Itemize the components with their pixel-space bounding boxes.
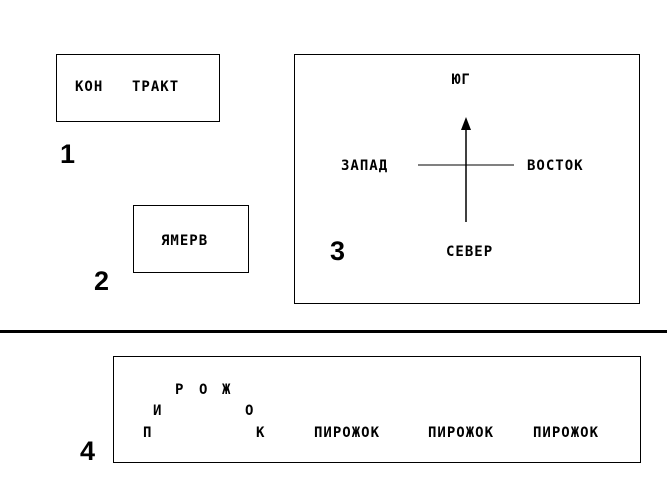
- panel-2-box: [133, 205, 249, 273]
- panel-4-letter-7: К: [256, 425, 266, 441]
- panel-1-box: [56, 54, 220, 122]
- panel-2-word: ЯМЕРВ: [161, 233, 209, 249]
- panel-3-label-bottom: СЕВЕР: [446, 244, 494, 260]
- panel-3-number: 3: [330, 236, 346, 266]
- panel-2-number: 2: [94, 266, 110, 296]
- panel-3-label-top: ЮГ: [452, 72, 471, 88]
- panel-4-letter-4: О: [199, 382, 209, 398]
- panel-1-number: 1: [60, 139, 76, 169]
- panel-4-word-3: ПИРОЖОК: [533, 425, 600, 441]
- panel-3-box: [294, 54, 640, 304]
- panel-4-letter-3: Р: [175, 382, 185, 398]
- panel-3-label-right: ВОСТОК: [527, 158, 584, 174]
- section-divider: [0, 330, 667, 333]
- panel-4-letter-1: П: [143, 425, 153, 441]
- panel-4-letter-6: О: [245, 403, 255, 419]
- panel-3-label-left: ЗАПАД: [341, 158, 389, 174]
- panel-4-box: [113, 356, 641, 463]
- compass-arrow-up-icon: [461, 117, 471, 130]
- panel-4-word-1: ПИРОЖОК: [314, 425, 381, 441]
- panel-1-word-part2: ТРАКТ: [132, 79, 180, 95]
- panel-4-word-2: ПИРОЖОК: [428, 425, 495, 441]
- panel-4-letter-5: Ж: [222, 382, 232, 398]
- panel-4-number: 4: [80, 436, 96, 466]
- panel-4-letter-2: И: [153, 403, 163, 419]
- panel-1-word-part1: КОН: [75, 79, 104, 95]
